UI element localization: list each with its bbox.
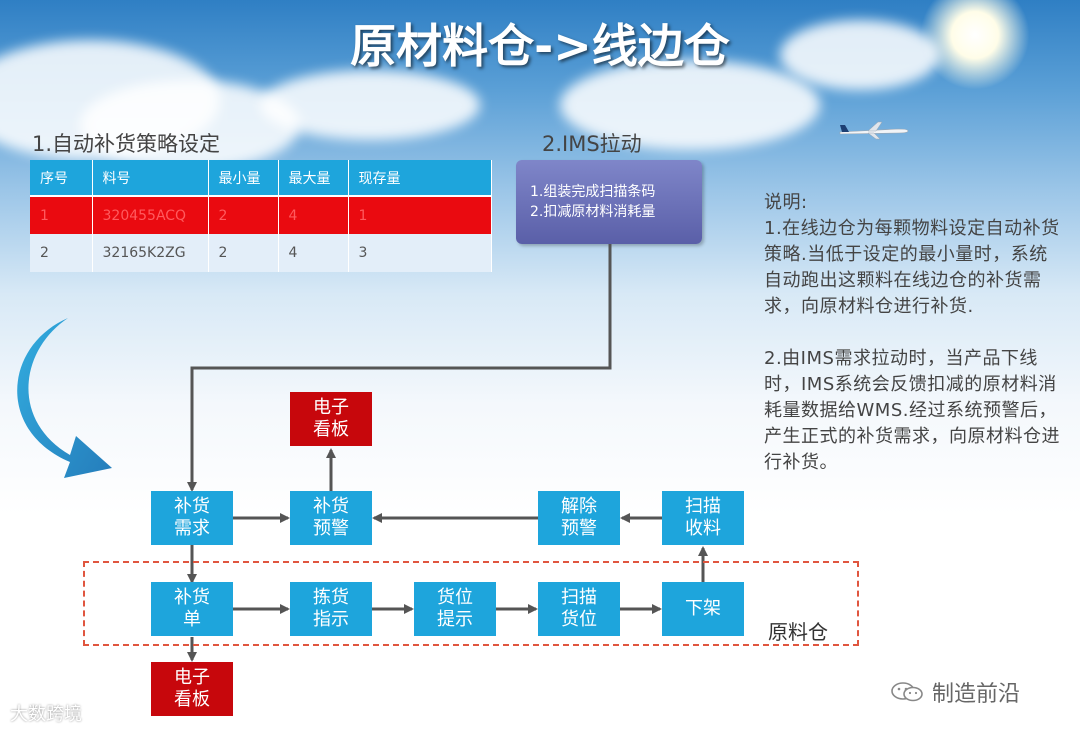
table-header-cell: 最大量	[278, 160, 349, 196]
table-cell: 32165K2ZG	[92, 234, 209, 272]
table-cell: 320455ACQ	[92, 195, 209, 234]
airplane-icon	[839, 121, 909, 140]
ims-step-2: 2.扣减原材料消耗量	[530, 204, 656, 220]
table-row: 2 32165K2ZG 2 4 3	[30, 234, 492, 272]
cloud-decoration	[780, 20, 940, 90]
ekanban-top-box: 电子 看板	[290, 392, 372, 446]
table-cell: 4	[278, 234, 349, 272]
replenish-strategy-table: 序号 料号 最小量 最大量 现存量 1 320455ACQ 2 4 1 2 32…	[30, 160, 492, 272]
ims-pull-box: 1.组装完成扫描条码 2.扣减原材料消耗量	[516, 160, 702, 244]
table-header-cell: 序号	[30, 160, 93, 196]
explanation-note: 说明: 1.在线边仓为每颗物料设定自动补货策略.当低于设定的最小量时，系统自动跑…	[764, 190, 1064, 476]
location-hint-box: 货位 提示	[414, 582, 496, 636]
ims-step-1: 1.组装完成扫描条码	[530, 184, 656, 200]
replenish-demand-box: 补货 需求	[151, 491, 233, 545]
picking-guide-box: 拣货 指示	[290, 582, 372, 636]
cloud-decoration	[560, 60, 820, 150]
section2-label: 2.IMS拉动	[542, 132, 642, 156]
curved-flow-arrow	[17, 318, 112, 478]
note-paragraph-1: 1.在线边仓为每颗物料设定自动补货策略.当低于设定的最小量时，系统自动跑出这颗料…	[764, 218, 1060, 317]
cloud-decoration	[260, 70, 480, 140]
page-title: 原材料仓->线边仓	[350, 19, 730, 73]
ekanban-bottom-box: 电子 看板	[151, 662, 233, 716]
warehouse-dashed-region	[83, 561, 859, 646]
watermark-left: 大数跨境	[10, 704, 82, 725]
table-header-row: 序号 料号 最小量 最大量 现存量	[30, 160, 492, 196]
watermark-right-text: 制造前沿	[932, 682, 1021, 707]
table-header-cell: 最小量	[208, 160, 279, 196]
wechat-icon	[891, 682, 923, 702]
scan-receive-box: 扫描 收料	[662, 491, 744, 545]
unload-box: 下架	[662, 582, 744, 636]
replenish-warning-box: 补货 预警	[290, 491, 372, 545]
table-cell: 4	[278, 195, 349, 234]
table-cell: 3	[348, 234, 492, 272]
ims-to-demand-line	[187, 244, 612, 492]
scan-location-box: 扫描 货位	[538, 582, 620, 636]
replenish-order-box: 补货 单	[151, 582, 233, 636]
table-cell: 2	[208, 234, 279, 272]
table-cell: 1	[30, 195, 93, 234]
watermark-right: 制造前沿	[890, 676, 1020, 708]
table-row: 1 320455ACQ 2 4 1	[30, 195, 492, 234]
warehouse-label: 原料仓	[768, 620, 828, 644]
table-cell: 2	[30, 234, 93, 272]
table-header-cell: 现存量	[348, 160, 492, 196]
table-cell: 2	[208, 195, 279, 234]
note-heading: 说明:	[764, 192, 808, 213]
table-cell: 1	[348, 195, 492, 234]
release-warning-box: 解除 预警	[538, 491, 620, 545]
section1-label: 1.自动补货策略设定	[32, 132, 221, 156]
table-header-cell: 料号	[92, 160, 209, 196]
sun-decoration	[920, 0, 1030, 90]
note-paragraph-2: 2.由IMS需求拉动时，当产品下线时，IMS系统会反馈扣减的原材料消耗量数据给W…	[764, 348, 1060, 473]
